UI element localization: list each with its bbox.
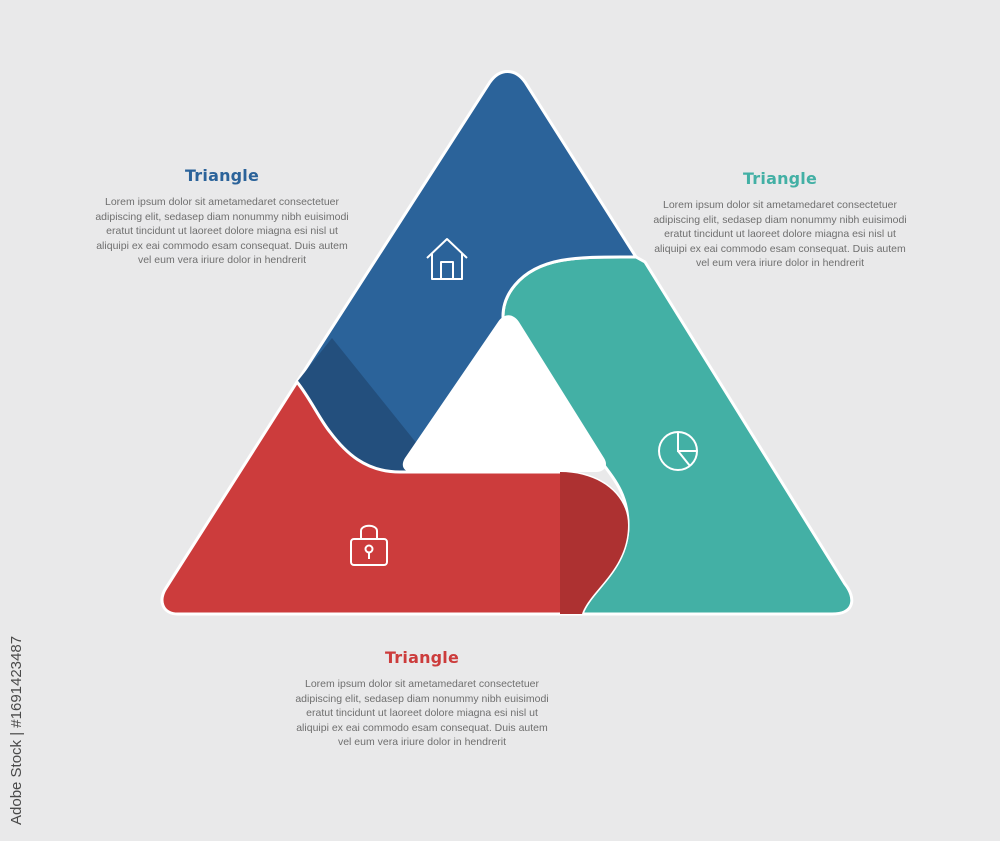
block-body-right: Lorem ipsum dolor sit ametamedaret conse… xyxy=(653,199,907,269)
pie-chart-icon xyxy=(658,431,698,471)
text-block-right: Triangle Lorem ipsum dolor sit ametameda… xyxy=(650,169,910,271)
block-body-bottom: Lorem ipsum dolor sit ametamedaret conse… xyxy=(295,678,549,748)
block-title-left: Triangle xyxy=(184,166,260,185)
blue-shade xyxy=(297,338,430,472)
center-triangle xyxy=(402,315,607,472)
block-title-bottom: Triangle xyxy=(384,648,460,667)
stock-watermark: Adobe Stock | #1691423487 xyxy=(8,635,25,825)
text-block-bottom: Triangle Lorem ipsum dolor sit ametameda… xyxy=(292,648,552,750)
block-body-left: Lorem ipsum dolor sit ametamedaret conse… xyxy=(95,196,349,266)
home-icon xyxy=(426,238,468,280)
lock-icon xyxy=(350,524,388,566)
block-title-right: Triangle xyxy=(742,169,818,188)
text-block-left: Triangle Lorem ipsum dolor sit ametameda… xyxy=(92,166,352,268)
red-shade xyxy=(560,472,628,614)
